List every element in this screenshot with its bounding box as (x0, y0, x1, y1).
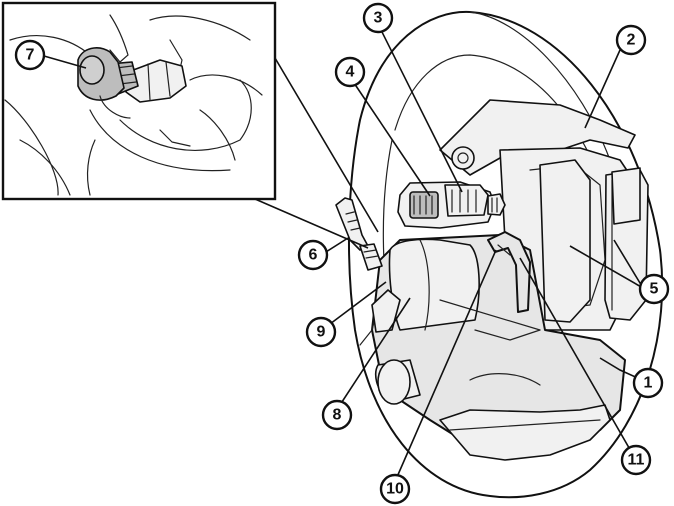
caliper-body (359, 234, 626, 461)
callout-label-2: 2 (627, 32, 636, 49)
inset-detail (1, 1, 277, 201)
guide-pin (397, 181, 506, 229)
brake-pads (539, 159, 649, 323)
callout-label-10: 10 (386, 481, 404, 498)
callout-7: 7 (14, 39, 46, 71)
callout-4: 4 (334, 56, 366, 88)
callout-label-9: 9 (317, 324, 326, 341)
bleed-screw (335, 197, 383, 271)
callout-label-5: 5 (650, 281, 659, 298)
callout-2: 2 (615, 24, 647, 56)
callout-5: 5 (638, 273, 670, 305)
callout-label-6: 6 (309, 247, 318, 264)
callout-label-1: 1 (644, 375, 653, 392)
callout-8: 8 (321, 399, 353, 431)
callout-label-11: 11 (628, 452, 645, 469)
callout-11: 11 (620, 444, 652, 476)
callout-3: 3 (362, 2, 394, 34)
retaining-clip (487, 231, 531, 313)
callout-label-7: 7 (26, 47, 35, 64)
callout-label-3: 3 (374, 10, 383, 27)
callout-label-4: 4 (346, 64, 355, 81)
inset-connector-lines (254, 57, 379, 249)
callout-9: 9 (305, 316, 337, 348)
callout-10: 10 (379, 473, 411, 505)
callout-leaders (43, 27, 644, 478)
callout-1: 1 (632, 367, 664, 399)
callout-6: 6 (297, 239, 329, 271)
callout-label-8: 8 (333, 407, 342, 424)
